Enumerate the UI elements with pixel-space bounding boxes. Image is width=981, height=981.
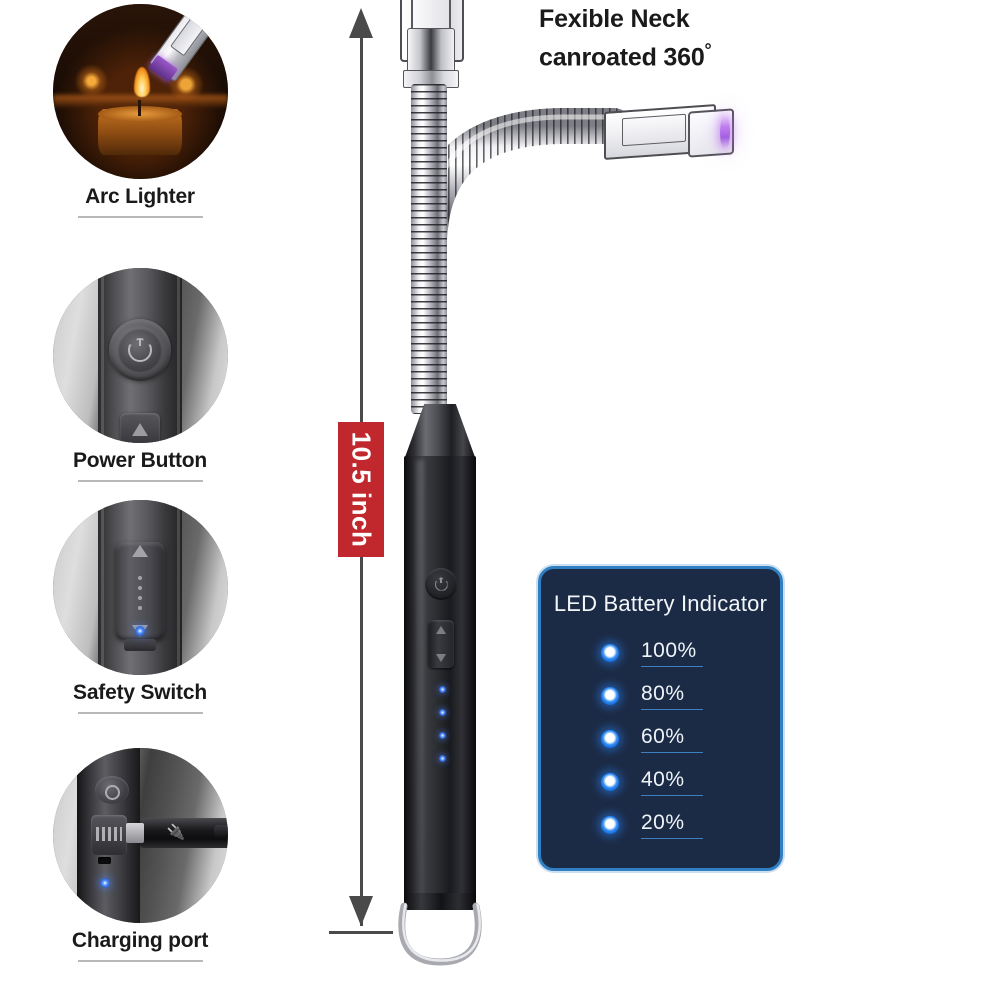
- feature-charging-port: 🔌 Charging port: [30, 748, 250, 962]
- power-button-icon: [94, 776, 129, 804]
- switch-foot: [124, 639, 156, 651]
- callout-line-1: Fexible Neck: [539, 5, 690, 33]
- led-level-row: 100%: [559, 631, 780, 674]
- led-level-row: 60%: [559, 717, 780, 760]
- safety-switch-icon: [428, 620, 454, 668]
- led-dot-icon: [601, 815, 619, 834]
- feature-underline: [77, 216, 203, 218]
- feature-underline: [77, 480, 203, 482]
- feature-underline: [77, 712, 203, 714]
- feature-label: Arc Lighter: [85, 185, 195, 208]
- feature-label: Charging port: [71, 929, 209, 952]
- led-dot-icon: [601, 686, 619, 705]
- battery-led-3: [439, 732, 446, 739]
- usb-cable: [213, 825, 228, 838]
- power-glyph: [128, 338, 152, 363]
- usb-icon: 🔌: [166, 824, 186, 841]
- degree-symbol: °: [704, 39, 712, 60]
- power-button-icon: [109, 319, 171, 382]
- led-level-value: 100%: [641, 639, 703, 667]
- feature-label: Power Button: [72, 449, 208, 472]
- led-level-value: 60%: [641, 725, 703, 753]
- power-button-icon: [425, 568, 457, 600]
- body-highlight: [416, 460, 424, 900]
- led-dot-icon: [601, 772, 619, 791]
- usb-connector: 🔌: [126, 818, 228, 848]
- status-led-icon: [100, 877, 110, 888]
- tube-highlight-left: [100, 268, 104, 443]
- callout-line-2-wrap: canroated 360°: [539, 38, 712, 76]
- flexible-neck-callout: Fexible Neck canroated 360°: [539, 2, 712, 75]
- dimension-label: 10.5 inch: [338, 422, 384, 557]
- arc-lighter-thumbnail: [52, 4, 228, 179]
- callout-line-2: canroated 360: [539, 42, 705, 71]
- led-level-list: 100% 80% 60% 40% 20%: [541, 631, 780, 846]
- lighter-body-base: [404, 893, 476, 910]
- tube-highlight-left: [100, 500, 104, 675]
- led-level-row: 40%: [559, 760, 780, 803]
- led-dot-icon: [601, 643, 619, 662]
- candle-wick: [138, 100, 142, 117]
- led-level-value: 20%: [641, 811, 703, 839]
- dimension-baseline: [329, 931, 393, 934]
- arrow-head-down-icon: [349, 896, 373, 926]
- feature-underline: [77, 960, 203, 962]
- charging-port-thumbnail: 🔌: [52, 748, 228, 923]
- lighter-body: [404, 456, 476, 908]
- tube-highlight-right: [176, 500, 180, 675]
- battery-led-4: [439, 755, 446, 762]
- tube-highlight-right: [176, 268, 180, 443]
- flexible-neck-vertical: [411, 84, 447, 414]
- feature-label: Safety Switch: [73, 681, 207, 704]
- safety-switch-thumbnail: [52, 500, 228, 675]
- battery-led-2: [439, 709, 446, 716]
- led-dot-icon: [601, 729, 619, 748]
- usb-port: [98, 856, 111, 864]
- safety-switch-icon: [91, 814, 127, 855]
- status-led-icon: [135, 626, 145, 636]
- power-button-thumbnail: [52, 268, 228, 443]
- led-level-value: 80%: [641, 682, 703, 710]
- flame-icon: [133, 67, 150, 97]
- switch-grip-ridges: [127, 550, 153, 630]
- arrow-up-icon: [132, 545, 148, 557]
- safety-switch-partial: [120, 413, 160, 443]
- led-level-value: 40%: [641, 768, 703, 796]
- feature-safety-switch: Safety Switch: [30, 500, 250, 714]
- feature-arc-lighter: Arc Lighter: [30, 4, 250, 218]
- led-level-row: 20%: [559, 803, 780, 846]
- led-level-row: 80%: [559, 674, 780, 717]
- battery-led-1: [439, 686, 446, 693]
- led-battery-indicator-panel: LED Battery Indicator 100% 80% 60% 40% 2…: [538, 566, 783, 871]
- power-glyph: [434, 577, 448, 591]
- feature-power-button: Power Button: [30, 268, 250, 482]
- led-panel-title: LED Battery Indicator: [553, 591, 768, 616]
